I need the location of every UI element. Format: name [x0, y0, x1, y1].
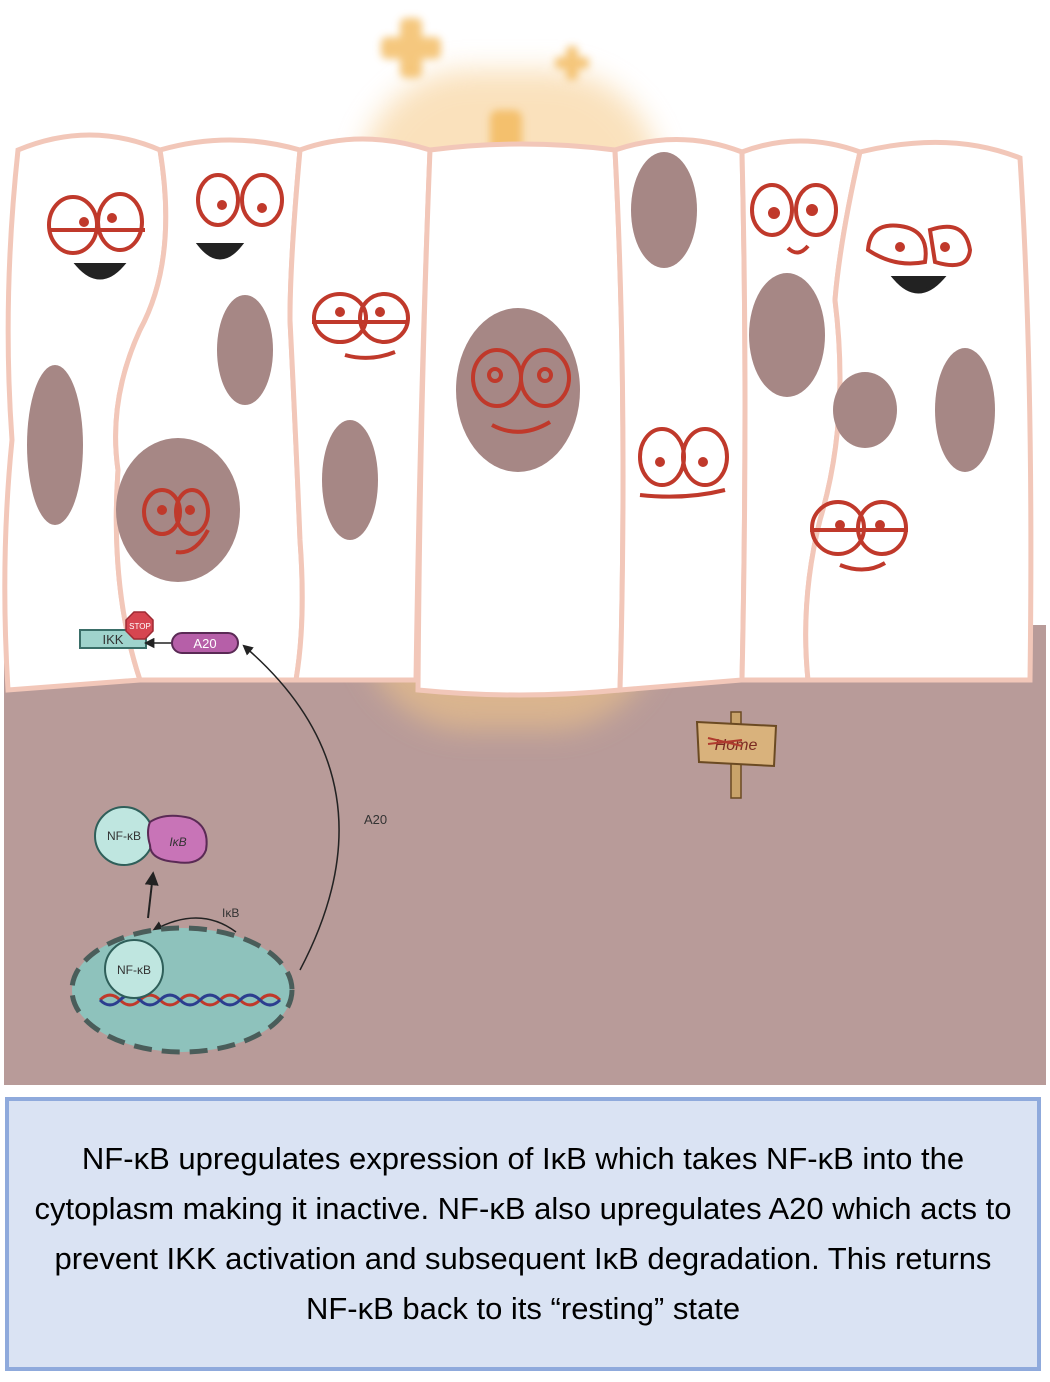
cell-3	[287, 136, 433, 683]
caption-box: NF-κB upregulates expression of IκB whic…	[5, 1097, 1041, 1371]
nfkb-ikb-complex: NF-κB IκB	[94, 806, 208, 866]
export-arrow	[144, 871, 159, 919]
face-4	[471, 348, 571, 434]
face-8	[865, 223, 973, 294]
stop-label: STOP	[129, 622, 151, 631]
ikk-inhibition: IKK STOP A20	[79, 611, 239, 654]
ikb-expression-arrow	[152, 917, 237, 933]
face-3	[312, 292, 410, 360]
ikb-label: IκB	[169, 835, 186, 849]
a20-feedback-arrow	[242, 644, 340, 971]
a20-label: A20	[193, 636, 216, 651]
nucleus: NF-κB	[69, 925, 295, 1055]
face-5	[142, 488, 210, 555]
face-2	[195, 173, 284, 260]
ikk-label: IKK	[103, 632, 124, 647]
face-9	[810, 500, 908, 572]
home-sign: Home	[695, 711, 778, 799]
illustration: IKK STOP A20 A20 NF-κB IκB IκB NF-κB Hom…	[2, 18, 1046, 1085]
a20-arrow-label: A20	[364, 812, 387, 827]
a20-pill	[171, 632, 239, 654]
cell-faces	[47, 173, 973, 572]
face-6	[638, 427, 729, 499]
nucleus-envelope	[69, 925, 295, 1055]
ikb-blob	[147, 814, 208, 864]
nfkb-nucleus-circle	[104, 939, 164, 999]
nfkb-nucleus-label: NF-κB	[117, 963, 151, 977]
dna-strand-red	[98, 993, 282, 1007]
nfkb-label: NF-κB	[107, 829, 141, 843]
face-1	[47, 192, 145, 280]
face-7	[750, 183, 838, 255]
ikb-arrow-label: IκB	[222, 906, 239, 920]
caption-text: NF-κB upregulates expression of IκB whic…	[34, 1141, 1012, 1326]
